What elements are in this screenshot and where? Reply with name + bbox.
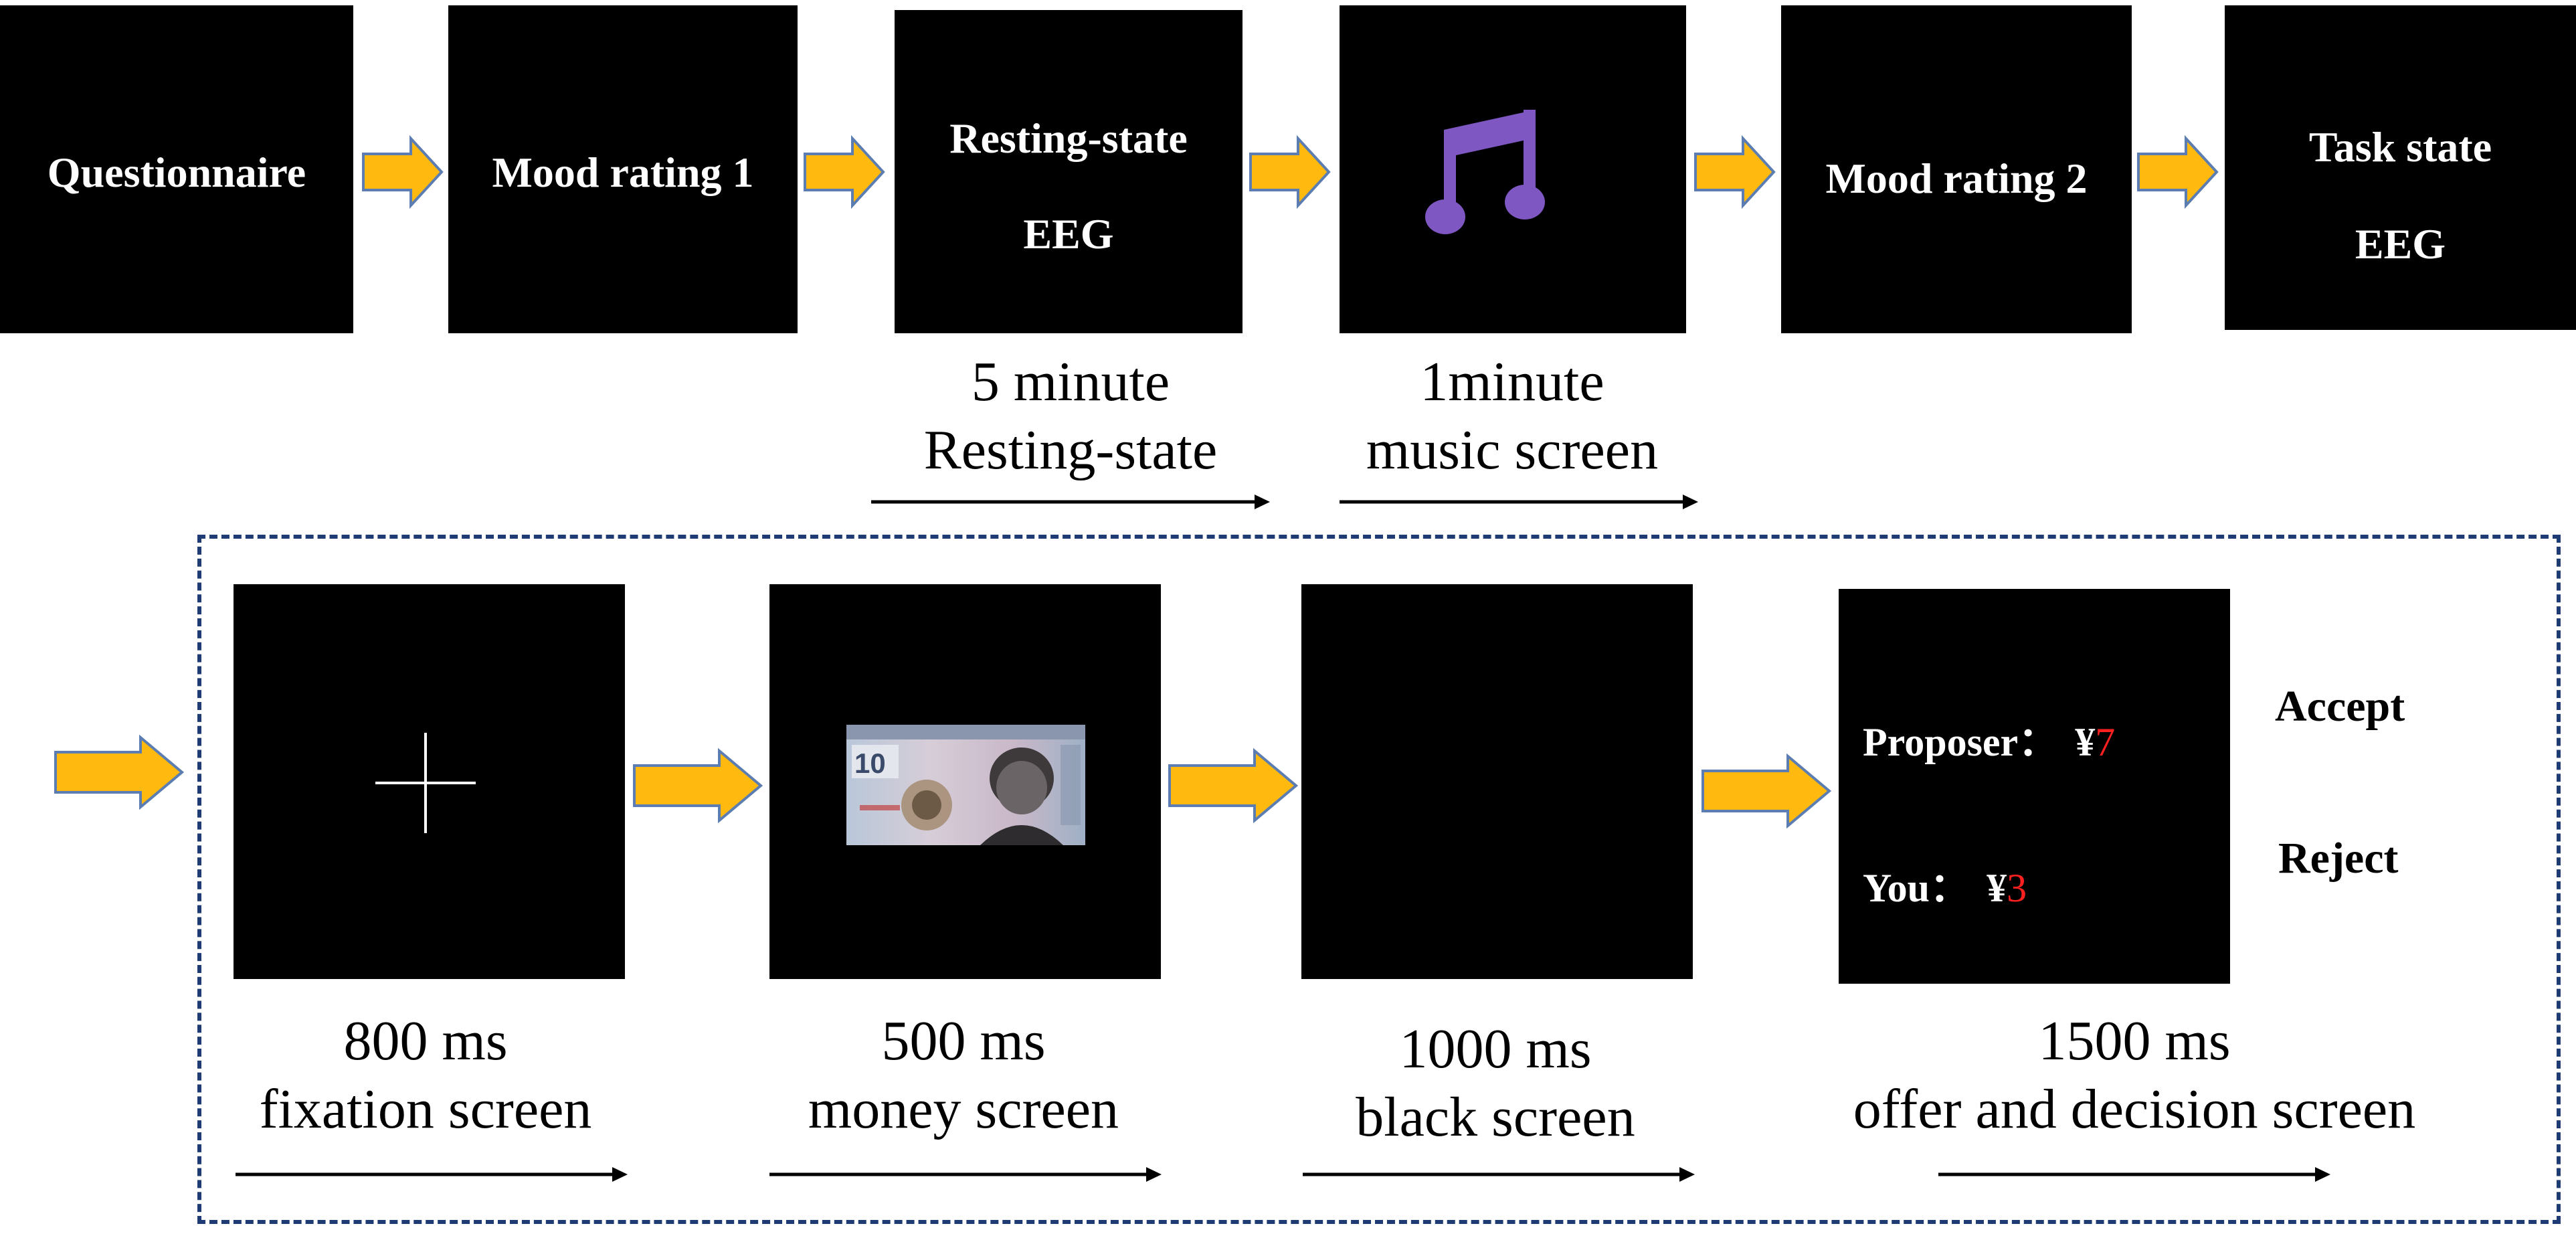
timeline-arrow <box>1938 1167 2330 1182</box>
fixation-caption-duration: 800 ms <box>343 1010 508 1072</box>
fixation-caption-label: fixation screen <box>259 1078 592 1140</box>
flow-arrow-icon <box>54 735 185 810</box>
flow-arrow-icon <box>362 135 444 209</box>
offer-caption: 1500 ms offer and decision screen <box>1780 1007 2489 1144</box>
mood-rating-1-label: Mood rating 1 <box>492 149 754 196</box>
black-caption-label: black screen <box>1356 1086 1635 1148</box>
proposer-amount: 7 <box>2095 720 2116 764</box>
money-caption-duration: 500 ms <box>881 1010 1046 1072</box>
mood-rating-2-label: Mood rating 2 <box>1825 155 2088 202</box>
reject-label: Reject <box>2278 834 2399 883</box>
music-panel <box>1340 5 1686 333</box>
money-caption: 500 ms money screen <box>763 1007 1164 1144</box>
you-offer-line: You： ¥3 <box>1863 855 2027 913</box>
flow-arrow-icon <box>633 748 763 823</box>
resting-caption-duration: 5 minute <box>971 351 1170 413</box>
offer-panel: Proposer： ¥7 You： ¥3 <box>1839 589 2230 984</box>
task-state-label-line2: EEG <box>2355 220 2446 268</box>
you-currency: ¥ <box>1987 866 2007 910</box>
mood-rating-2-panel: Mood rating 2 <box>1781 5 2132 333</box>
money-panel: 10 <box>769 584 1161 979</box>
resting-state-label-line1: Resting-state <box>949 114 1188 162</box>
offer-caption-duration: 1500 ms <box>2038 1010 2231 1072</box>
resting-caption: 5 minute Resting-state <box>870 348 1271 484</box>
music-caption-label: music screen <box>1366 419 1659 481</box>
timeline-arrow <box>1340 495 1698 509</box>
fixation-caption: 800 ms fixation screen <box>225 1007 626 1144</box>
mood-rating-1-panel: Mood rating 1 <box>448 5 798 333</box>
banknote-10-yuan-image: 10 <box>846 725 1085 845</box>
questionnaire-panel: Questionnaire <box>0 5 353 333</box>
fixation-panel <box>234 584 625 979</box>
flow-arrow-icon <box>1701 754 1832 828</box>
task-state-label-line1: Task state <box>2308 123 2492 171</box>
music-caption-duration: 1minute <box>1420 351 1604 413</box>
you-label: You： <box>1863 866 1970 910</box>
flow-arrow-icon <box>1694 135 1776 209</box>
resting-state-label-line2: EEG <box>1023 210 1114 258</box>
timeline-arrow <box>1303 1167 1695 1182</box>
flow-arrow-icon <box>804 135 885 209</box>
music-caption: 1minute music screen <box>1311 348 1713 484</box>
music-note-icon <box>1425 110 1545 234</box>
proposer-label: Proposer： <box>1863 720 2059 764</box>
svg-text:10: 10 <box>854 747 886 779</box>
resting-caption-label: Resting-state <box>923 419 1218 481</box>
task-state-panel: Task state EEG <box>2225 5 2576 330</box>
questionnaire-label: Questionnaire <box>47 149 306 196</box>
black-caption-duration: 1000 ms <box>1399 1018 1592 1080</box>
proposer-offer-line: Proposer： ¥7 <box>1863 709 2115 768</box>
proposer-currency: ¥ <box>2075 720 2096 764</box>
flow-arrow-icon <box>1249 135 1331 209</box>
offer-caption-label: offer and decision screen <box>1853 1078 2416 1140</box>
timeline-arrow <box>236 1167 628 1182</box>
fixation-cross-icon <box>375 733 476 833</box>
you-amount: 3 <box>2007 866 2027 910</box>
black-caption: 1000 ms black screen <box>1295 1015 1696 1152</box>
accept-label: Accept <box>2275 682 2405 731</box>
flow-arrow-icon <box>2137 135 2219 209</box>
timeline-arrow <box>871 495 1270 509</box>
timeline-arrow <box>769 1167 1162 1182</box>
trial-procedure-box <box>197 535 2561 1224</box>
resting-state-panel: Resting-state EEG <box>895 10 1243 333</box>
flow-arrow-icon <box>1168 748 1299 823</box>
black-panel <box>1301 584 1693 979</box>
money-caption-label: money screen <box>808 1078 1119 1140</box>
